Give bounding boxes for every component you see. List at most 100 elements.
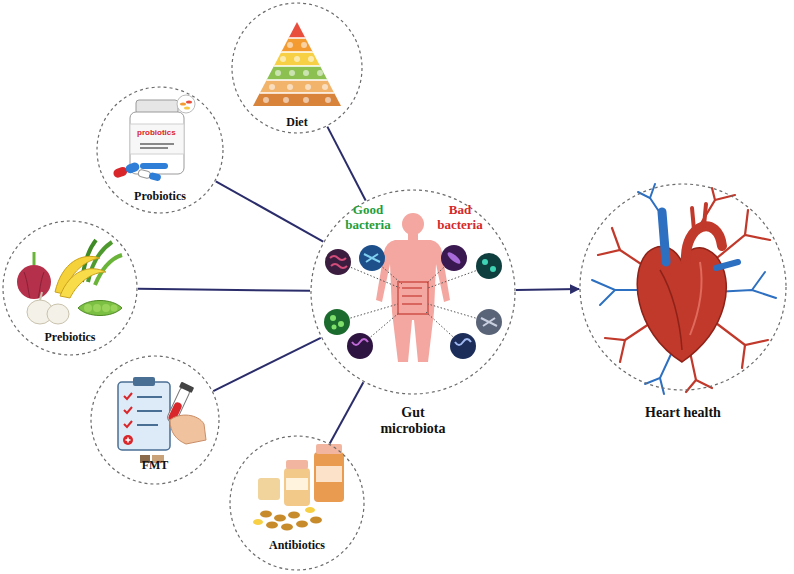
bacteria-image — [441, 245, 467, 271]
antibiotic-bottles — [316, 444, 342, 454]
bacteria-image — [359, 245, 385, 271]
antibiotic-bottles — [314, 452, 344, 502]
antibiotic-bottles — [288, 512, 300, 519]
dashed-circle-outline — [232, 3, 362, 133]
human-gut-figure — [408, 234, 418, 242]
probiotic-bottle — [138, 169, 162, 182]
bacteria-image — [481, 318, 497, 326]
dashed-circle-outline — [580, 184, 786, 390]
bottle-label: probiotics — [137, 128, 176, 137]
food-pyramid — [250, 92, 345, 94]
bacteria-image — [330, 256, 347, 268]
bacteria-image — [364, 254, 380, 262]
fmt-clipboard — [124, 393, 132, 399]
food-pyramid — [250, 80, 345, 93]
antibiotic-bottles — [286, 478, 308, 490]
bad-bacteria-label: Bad bacteria — [430, 203, 490, 233]
fmt-clipboard — [126, 438, 131, 443]
bacteria-image — [325, 249, 351, 275]
probiotic-bottle — [112, 95, 195, 182]
fmt-clipboard — [137, 397, 162, 425]
prebiotic-foods — [93, 304, 101, 312]
food-pyramid — [289, 70, 295, 76]
bacteria-image — [476, 253, 502, 279]
food-pyramid — [263, 97, 269, 103]
gut-circle: Good bacteriaBad bacteriaGut microbiota — [310, 189, 516, 395]
factor-label: Antibiotics — [229, 539, 365, 553]
heart-illustration — [716, 262, 738, 268]
heart-circle: Heart health — [579, 183, 787, 391]
factor-label: Prebiotics — [2, 331, 138, 345]
bacteria-image — [352, 339, 368, 345]
fmt-clipboard — [170, 415, 206, 444]
food-pyramid — [250, 51, 345, 53]
food-pyramid — [263, 42, 331, 103]
heart-illustration — [612, 228, 620, 250]
connector-line — [213, 338, 321, 391]
bacteria-image — [446, 251, 462, 266]
fmt-clipboard — [137, 410, 162, 412]
bacteria-image — [324, 309, 350, 335]
node-heading: Heart health — [603, 405, 763, 421]
connector-line — [327, 127, 365, 201]
factor-circle: Antibiotics — [229, 435, 365, 571]
heart-illustration — [592, 184, 776, 394]
heart-illustration — [660, 378, 664, 394]
antibiotic-bottles — [266, 522, 278, 529]
factor-label: FMT — [90, 459, 220, 473]
probiotic-bottle — [138, 169, 151, 179]
fmt-clipboard — [124, 407, 132, 413]
antibiotic-bottles — [260, 511, 322, 531]
heart-illustration — [620, 340, 625, 362]
food-pyramid — [287, 84, 293, 90]
dashed-circle-outline — [311, 190, 515, 394]
bacteria-image — [347, 333, 373, 359]
antibiotic-bottles — [316, 466, 342, 482]
food-pyramid — [301, 42, 307, 48]
bacteria-image — [450, 333, 476, 359]
fmt-clipboard — [137, 424, 158, 426]
heart-illustration — [686, 226, 722, 262]
dashed-circle-outline — [3, 221, 137, 355]
heart-illustration — [660, 270, 682, 350]
antibiotic-bottles — [253, 519, 263, 525]
prebiotic-foods — [17, 240, 122, 324]
food-pyramid — [305, 84, 311, 90]
food-pyramid — [250, 20, 345, 106]
factor-label: Probiotics — [96, 190, 224, 204]
food-pyramid — [287, 42, 293, 48]
probiotic-bottle — [140, 163, 168, 169]
connector-line — [216, 181, 323, 241]
heart-illustration — [690, 262, 702, 335]
heart-illustration — [645, 352, 672, 384]
antibiotic-bottles — [284, 468, 310, 506]
food-pyramid — [275, 70, 281, 76]
food-pyramid — [283, 97, 289, 103]
food-pyramid — [303, 97, 309, 103]
prebiotic-foods — [60, 269, 106, 298]
prebiotic-foods — [47, 304, 69, 324]
antibiotic-bottles — [253, 507, 315, 525]
heart-illustration — [600, 290, 615, 305]
food-pyramid — [250, 38, 345, 52]
food-pyramid — [250, 20, 345, 106]
fmt-clipboard — [137, 396, 162, 398]
heart-illustration — [742, 345, 745, 368]
heart-illustration — [592, 184, 776, 394]
food-pyramid — [250, 20, 345, 38]
food-pyramid — [250, 52, 345, 66]
probiotic-bottle — [140, 147, 168, 149]
dashed-circle-outline — [579, 183, 787, 391]
probiotic-bottle — [177, 95, 195, 113]
human-gut-figure — [402, 213, 424, 235]
bacteria-image — [490, 266, 496, 272]
factor-circle: Diet — [231, 2, 363, 134]
dashed-circle-outline — [97, 87, 223, 213]
food-pyramid — [250, 79, 345, 81]
probiotic-bottle — [180, 102, 186, 105]
factor-circle: Probiotics — [96, 86, 224, 214]
dashed-circle-outline — [310, 189, 516, 395]
bacteria-image — [324, 245, 502, 359]
